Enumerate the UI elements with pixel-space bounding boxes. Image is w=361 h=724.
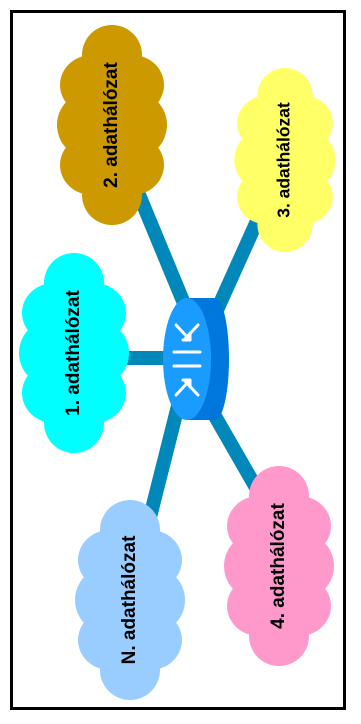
network-label-n: N. adathálózat: [119, 535, 140, 664]
network-cloud-4: 4. adathálózat: [224, 466, 334, 666]
network-cloud-1: 1. adathálózat: [19, 253, 129, 453]
network-cloud-3: 3. adathálózat: [234, 68, 336, 252]
router-icon: [163, 298, 229, 420]
network-cloud-2: 2. adathálózat: [57, 25, 167, 225]
network-label-3: 3. adathálózat: [274, 102, 294, 218]
network-label-4: 4. adathálózat: [268, 503, 289, 629]
router-arrows-icon: [172, 323, 202, 397]
network-label-2: 2. adathálózat: [101, 62, 122, 188]
network-label-1: 1. adathálózat: [63, 290, 84, 416]
network-cloud-n: N. adathálózat: [75, 500, 185, 700]
